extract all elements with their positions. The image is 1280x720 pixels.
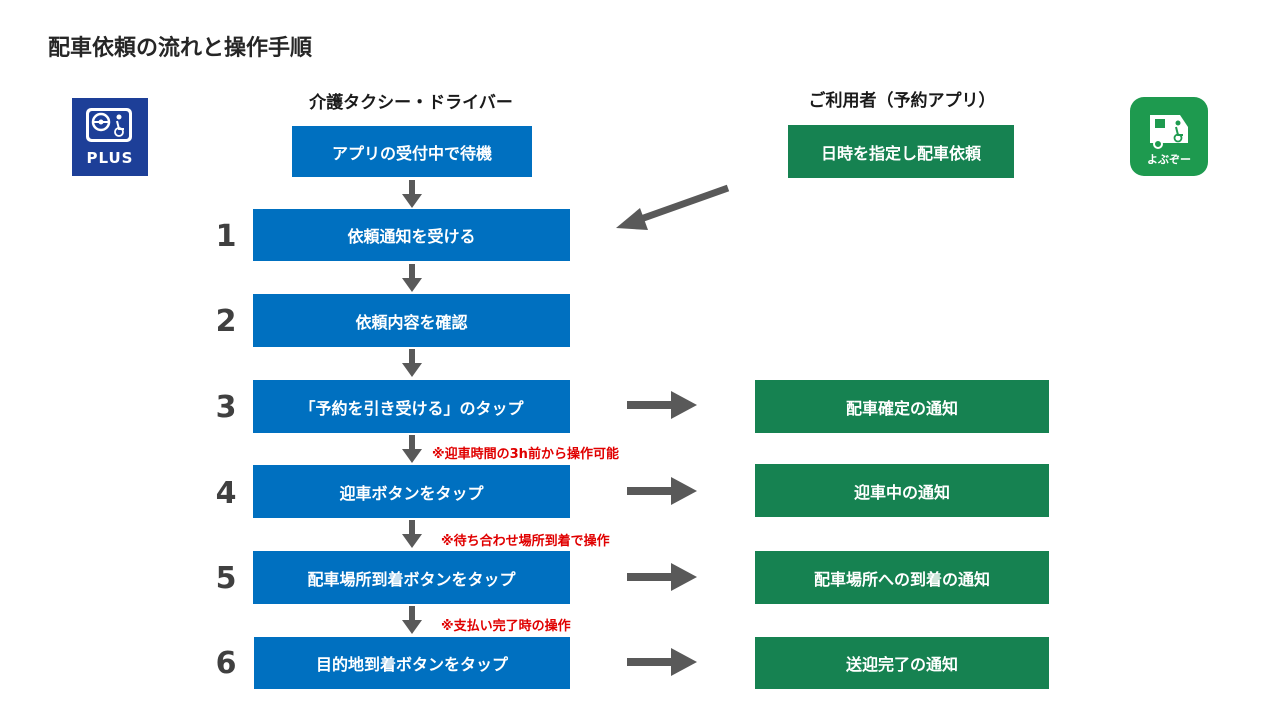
- step-4-driver-box: 迎車ボタンをタップ: [253, 465, 570, 518]
- step-number-3: 3: [215, 390, 237, 425]
- steering-wheelchair-icon: [86, 108, 132, 142]
- user-start-box: 日時を指定し配車依頼: [788, 125, 1014, 178]
- page-title: 配車依頼の流れと操作手順: [48, 36, 313, 61]
- down-arrow: [402, 180, 422, 208]
- down-arrow: [402, 606, 422, 634]
- right-arrow: [627, 648, 697, 676]
- request-arrow: [616, 184, 730, 230]
- user-column-header: ご利用者（予約アプリ）: [808, 91, 996, 111]
- user-logo-text: よぶぞー: [1147, 153, 1191, 166]
- step-2-driver-box: 依頼内容を確認: [253, 294, 570, 347]
- step-6-driver-box: 目的地到着ボタンをタップ: [254, 637, 570, 689]
- down-arrow: [402, 435, 422, 463]
- down-arrow: [402, 264, 422, 292]
- driver-logo-text: PLUS: [86, 149, 134, 167]
- driver-column-header: 介護タクシー・ドライバー: [309, 93, 513, 113]
- step-5-driver-box: 配車場所到着ボタンをタップ: [253, 551, 570, 604]
- step-6-user-box: 送迎完了の通知: [755, 637, 1049, 689]
- step-number-6: 6: [215, 646, 237, 681]
- right-arrow: [627, 477, 697, 505]
- note-step5: ※待ち合わせ場所到着で操作: [441, 534, 610, 549]
- note-step4: ※迎車時間の3h前から操作可能: [432, 447, 619, 462]
- step-3-driver-box: 「予約を引き受ける」のタップ: [253, 380, 570, 433]
- step-number-5: 5: [215, 561, 237, 596]
- driver-app-logo: PLUS: [72, 98, 148, 176]
- step-3-user-box: 配車確定の通知: [755, 380, 1049, 433]
- right-arrow: [627, 391, 697, 419]
- note-step6: ※支払い完了時の操作: [441, 619, 571, 634]
- driver-start-box: アプリの受付中で待機: [292, 126, 532, 177]
- step-1-driver-box: 依頼通知を受ける: [253, 209, 570, 261]
- step-4-user-box: 迎車中の通知: [755, 464, 1049, 517]
- step-number-4: 4: [215, 476, 237, 511]
- user-app-logo: よぶぞー: [1130, 97, 1208, 176]
- down-arrow: [402, 349, 422, 377]
- taxi-wheelchair-icon: [1150, 115, 1188, 149]
- down-arrow: [402, 520, 422, 548]
- step-5-user-box: 配車場所への到着の通知: [755, 551, 1049, 604]
- step-number-1: 1: [215, 219, 237, 254]
- right-arrow: [627, 563, 697, 591]
- step-number-2: 2: [215, 304, 237, 339]
